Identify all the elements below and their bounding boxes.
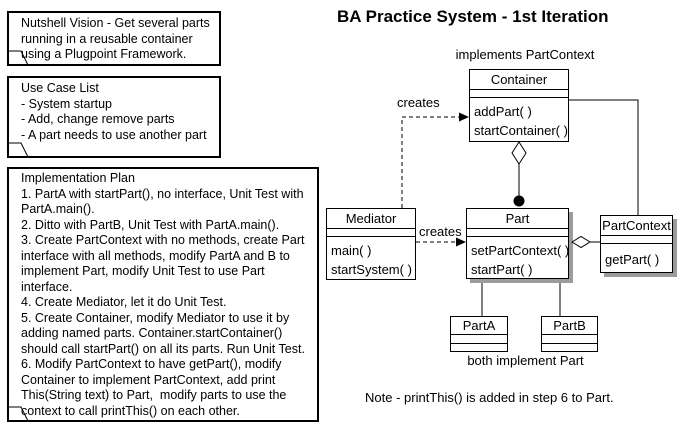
class-box-mediator: Mediator main( ) startSystem( ) (326, 208, 416, 280)
methods-section: setPartContext( ) startPart( ) (467, 237, 570, 279)
attributes-section (451, 335, 507, 344)
class-name: PartContext (601, 216, 672, 236)
class-box-partb: PartB (541, 316, 598, 352)
class-box-parta: PartA (450, 316, 508, 352)
note-text: Nutshell Vision - Get several parts runn… (21, 16, 210, 61)
method: main( ) (331, 243, 372, 258)
note-text: Implementation Plan 1. PartA with startP… (21, 171, 305, 418)
method: startSystem( ) (331, 262, 412, 277)
class-name: Part (467, 209, 568, 229)
note-fold-icon (8, 406, 29, 422)
aggregation-diamond-icon (571, 235, 591, 249)
creates-part-label: creates (419, 224, 462, 239)
class-name: PartB (542, 317, 597, 335)
note-fold-icon (8, 142, 29, 158)
note-use-case-list: Use Case List - System startup - Add, ch… (7, 76, 221, 158)
aggregation-diamond-icon (511, 141, 527, 165)
class-name: Mediator (327, 209, 415, 229)
attributes-section (542, 335, 597, 344)
note-text: Use Case List - System startup - Add, ch… (21, 81, 207, 142)
methods-section: main( ) startSystem( ) (327, 237, 415, 279)
method: setPartContext( ) (471, 243, 570, 258)
implements-partcontext-label: implements PartContext (455, 47, 595, 62)
composition-circle-icon (513, 195, 525, 207)
class-name: Container (470, 70, 568, 90)
method: startContainer( ) (474, 123, 568, 138)
note-fold-icon (8, 50, 29, 66)
container-part-connector (511, 141, 527, 207)
methods-section: getPart( ) (601, 244, 672, 269)
implements-connector (569, 99, 639, 215)
attributes-section (467, 229, 568, 237)
note-implementation-plan: Implementation Plan 1. PartA with startP… (7, 167, 319, 422)
page-title: BA Practice System - 1st Iteration (337, 7, 609, 26)
creates-container-label: creates (397, 95, 440, 110)
class-box-part: Part setPartContext( ) startPart( ) (466, 208, 569, 279)
method: getPart( ) (605, 252, 660, 267)
attributes-section (601, 236, 672, 244)
footnote-label: Note - printThis() is added in step 6 to… (365, 390, 614, 405)
mediator-creates-container-connector (401, 112, 469, 208)
class-box-container: Container addPart( ) startContainer( ) (469, 69, 569, 142)
note-nutshell-vision: Nutshell Vision - Get several parts runn… (7, 11, 221, 66)
method: addPart( ) (474, 104, 532, 119)
part-partcontext-connector (571, 235, 600, 249)
method: startPart( ) (471, 262, 533, 277)
attributes-section (327, 229, 415, 237)
attributes-section (470, 90, 568, 98)
methods-section: addPart( ) startContainer( ) (470, 98, 568, 140)
class-name: PartA (451, 317, 507, 335)
both-implement-part-label: both implement Part (467, 353, 584, 368)
arrowhead-icon (459, 112, 469, 122)
class-box-partcontext: PartContext getPart( ) (600, 215, 673, 273)
